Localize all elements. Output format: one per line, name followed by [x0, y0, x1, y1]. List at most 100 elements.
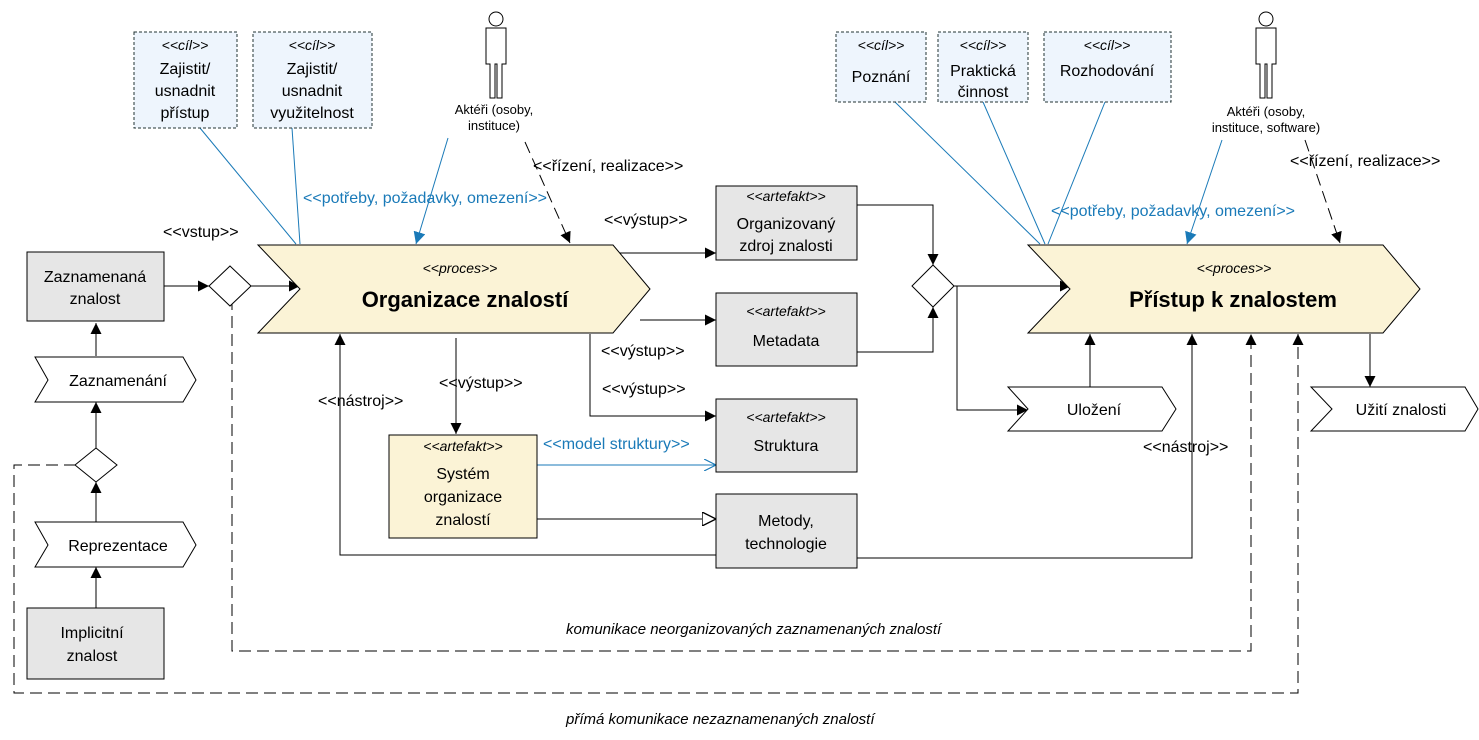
box-text: technologie	[745, 536, 827, 553]
goal-text: Praktická	[950, 63, 1016, 80]
comm-path-1	[231, 298, 1257, 652]
box-text: znalost	[70, 291, 121, 308]
step-uziti-znalosti: Užití znalosti	[1309, 386, 1479, 432]
goal-stereotype: <<cíl>>	[162, 37, 209, 53]
actor-1: Aktéři (osoby, instituce)	[455, 11, 534, 133]
artefact-text: Metadata	[753, 333, 820, 350]
tool-arrow-1	[334, 334, 716, 556]
control-arrow-1	[524, 141, 571, 244]
step-zaznamenani: Zaznamenání	[34, 356, 197, 403]
decision-diamond-1	[208, 265, 252, 307]
process-stereotype: <<proces>>	[1197, 260, 1272, 276]
control-arrow-2	[1304, 139, 1342, 244]
label-rizeni-2: <<řízení, realizace>>	[1290, 153, 1440, 170]
decision-diamond-3	[911, 264, 955, 308]
goal-text: usnadnit	[155, 83, 216, 100]
artefact-text: znalostí	[435, 512, 491, 529]
actor-label: instituce)	[468, 118, 520, 133]
goal-text: Zajistit/	[287, 61, 338, 78]
actor-label: Aktéři (osoby,	[1227, 104, 1306, 119]
decision-to-ulozeni	[956, 286, 1028, 416]
goal-stereotype: <<cíl>>	[858, 37, 905, 53]
goal-link-1	[199, 127, 297, 245]
label-nastroj-1: <<nástroj>>	[318, 393, 403, 410]
goal-text: využitelnost	[270, 105, 354, 122]
goal-text: přístup	[161, 105, 210, 122]
label-komunikace-1: komunikace neorganizovaných zaznamenanýc…	[566, 621, 943, 638]
goal-link-2	[291, 127, 301, 245]
zdroj-to-decision	[857, 204, 939, 265]
goal-text: Poznání	[852, 69, 911, 86]
box-text: Zaznamenaná	[44, 269, 146, 286]
goal-zajistit-vyuzitelnost: <<cíl>> Zajistit/ usnadnit využitelnost	[252, 31, 373, 129]
label-vstup: <<vstup>>	[163, 224, 239, 241]
actor-label: Aktéři (osoby,	[455, 102, 534, 117]
artefact-text: organizace	[424, 489, 502, 506]
process-pristup-k-znalostem: <<proces>> Přístup k znalostem	[1026, 244, 1421, 334]
process-name: Přístup k znalostem	[1129, 287, 1337, 312]
actor-figure-icon	[1255, 11, 1277, 99]
goal-text: Zajistit/	[160, 61, 211, 78]
box-text: Implicitní	[60, 625, 124, 642]
box-implicitni-znalost: Implicitní znalost	[26, 607, 165, 680]
process-name: Organizace znalostí	[362, 287, 570, 312]
step-text: Zaznamenání	[69, 373, 167, 390]
artefact-text: Systém	[436, 466, 489, 483]
artefact-stereotype: <<artefakt>>	[746, 188, 825, 204]
goal-text: Rozhodování	[1060, 63, 1155, 80]
goal-poznani: <<cíl>> Poznání	[835, 31, 927, 103]
goal-stereotype: <<cíl>>	[1084, 37, 1131, 53]
step-text: Reprezentace	[68, 538, 168, 555]
actor-2: Aktéři (osoby, instituce, software)	[1212, 11, 1320, 135]
label-model-struktury: <<model struktury>>	[543, 436, 690, 453]
artefact-stereotype: <<artefakt>>	[423, 438, 502, 454]
label-vystup-zdroj: <<výstup>>	[604, 212, 688, 229]
artefact-metadata: <<artefakt>> Metadata	[715, 292, 858, 367]
process-stereotype: <<proces>>	[423, 260, 498, 276]
goal-link-3	[894, 101, 1041, 245]
step-reprezentace: Reprezentace	[34, 521, 197, 568]
artefact-text: Struktura	[754, 438, 819, 455]
goal-link-5	[1047, 101, 1106, 245]
out-struktura	[589, 334, 716, 422]
label-potreby-1: <<potřeby, požadavky, omezení>>	[303, 190, 547, 207]
connectors	[13, 101, 1376, 694]
goal-text: usnadnit	[282, 83, 343, 100]
metadata-to-decision	[857, 307, 939, 353]
goal-link-4	[982, 101, 1046, 245]
actor-label: instituce, software)	[1212, 120, 1320, 135]
needs-arrow-1	[413, 137, 449, 245]
label-komunikace-2: přímá komunikace nezaznamenaných znalost…	[565, 711, 876, 728]
process-organizace-znalosti: <<proces>> Organizace znalostí	[256, 244, 651, 334]
artefact-text: zdroj znalosti	[739, 238, 832, 255]
goal-stereotype: <<cíl>>	[960, 37, 1007, 53]
label-vystup-metadata: <<výstup>>	[601, 343, 685, 360]
goal-rozhodovani: <<cíl>> Rozhodování	[1043, 31, 1172, 103]
goal-prakticka-cinnost: <<cíl>> Praktická činnost	[937, 31, 1029, 103]
label-rizeni-1: <<řízení, realizace>>	[533, 158, 683, 175]
artefact-stereotype: <<artefakt>>	[746, 409, 825, 425]
tool-arrow-2	[857, 334, 1198, 559]
label-vystup-system: <<výstup>>	[439, 375, 523, 392]
box-text: znalost	[67, 648, 118, 665]
goal-stereotype: <<cíl>>	[289, 37, 336, 53]
label-nastroj-2: <<nástroj>>	[1143, 439, 1228, 456]
decision-diamond-2	[74, 447, 118, 483]
goal-zajistit-pristup: <<cíl>> Zajistit/ usnadnit přístup	[133, 31, 238, 129]
artefact-struktura: <<artefakt>> Struktura	[715, 398, 858, 473]
label-potreby-2: <<potřeby, požadavky, omezení>>	[1051, 203, 1295, 220]
step-ulozeni: Uložení	[1006, 386, 1177, 432]
box-text: Metody,	[758, 513, 814, 530]
label-vystup-struktura: <<výstup>>	[602, 381, 686, 398]
artefact-system-organizace: <<artefakt>> Systém organizace znalostí	[388, 434, 538, 539]
step-text: Užití znalosti	[1356, 402, 1447, 419]
artefact-text: Organizovaný	[737, 216, 836, 233]
step-text: Uložení	[1067, 402, 1122, 419]
needs-arrow-2	[1185, 139, 1223, 245]
artefact-stereotype: <<artefakt>>	[746, 303, 825, 319]
comm-path-2	[13, 334, 1304, 694]
box-zaznamenana-znalost: Zaznamenaná znalost	[26, 251, 165, 322]
goal-text: činnost	[958, 84, 1009, 101]
artefact-organizovany-zdroj: <<artefakt>> Organizovaný zdroj znalosti	[715, 185, 858, 261]
